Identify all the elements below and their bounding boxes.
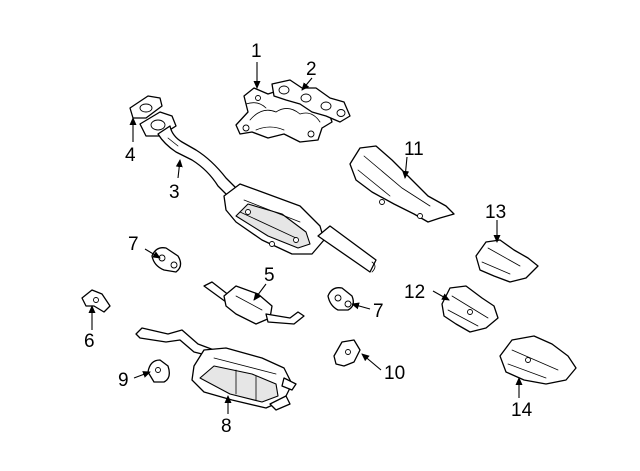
hanger-7-right	[327, 287, 354, 311]
muffler-tailpipe	[135, 327, 297, 411]
callout-3: 3	[169, 182, 180, 203]
bracket-10	[333, 339, 361, 367]
callout-14: 14	[511, 400, 533, 421]
callout-7-right: 7	[373, 301, 384, 322]
heat-shield-13	[475, 239, 539, 283]
leader-12	[432, 290, 450, 301]
callout-4: 4	[125, 145, 136, 166]
leader-5	[253, 283, 267, 301]
callout-12: 12	[404, 282, 425, 303]
hanger-7-left	[151, 247, 182, 273]
leader-9	[133, 371, 151, 379]
callout-8: 8	[221, 416, 232, 437]
callout-labels: 1 2 3 4 5 6 7 7 8 9 10 11 12 13 14	[84, 41, 533, 437]
callout-5: 5	[264, 265, 275, 286]
callout-11: 11	[404, 139, 424, 160]
callout-6: 6	[84, 331, 95, 352]
heat-shield-12	[441, 285, 499, 333]
callout-9: 9	[118, 370, 129, 391]
callout-1: 1	[251, 41, 262, 62]
leader-7a	[144, 248, 161, 259]
hanger-9	[147, 359, 170, 383]
callout-2: 2	[306, 59, 317, 80]
bracket-6	[81, 289, 111, 313]
leader-10	[361, 353, 382, 371]
leader-2	[301, 77, 313, 91]
leader-3	[175, 159, 183, 179]
leader-7b	[351, 302, 371, 310]
manifold-gasket	[271, 79, 351, 123]
callout-7-left: 7	[128, 234, 139, 255]
intermediate-pipe-resonator	[203, 281, 305, 325]
heat-shield-upper	[349, 145, 455, 223]
callout-13: 13	[485, 202, 506, 223]
leader-arrows	[88, 62, 523, 414]
callout-10: 10	[384, 363, 405, 384]
front-pipe-catalytic-converter	[139, 111, 377, 273]
leader-11	[402, 156, 410, 179]
heat-shield-14	[499, 335, 577, 385]
